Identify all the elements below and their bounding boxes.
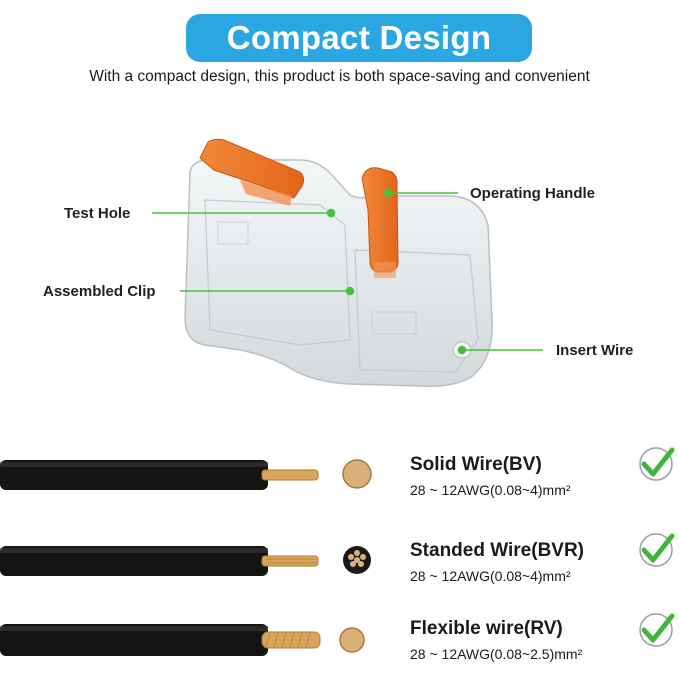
connector-inner-frame [204,199,351,346]
wire-row-solid: Solid Wire(BV) 28 ~ 12AWG(0.08~4)mm² [0,444,679,504]
wire-name: Solid Wire(BV) [410,454,542,475]
wire-spec: 28 ~ 12AWG(0.08~4)mm² [410,568,571,584]
wire-spec: 28 ~ 12AWG(0.08~4)mm² [410,482,571,498]
flexible-wire-illustration [0,624,365,656]
wire-name: Flexible wire(RV) [410,618,563,639]
callout-insert-wire: Insert Wire [556,342,634,359]
callout-operating-handle: Operating Handle [470,185,596,202]
connector-body [184,159,493,388]
callout-test-hole: Test Hole [64,205,131,222]
title-banner: Compact Design [186,14,532,62]
wire-spec: 28 ~ 12AWG(0.08~2.5)mm² [410,646,583,662]
solid-core-icon [342,459,372,489]
check-icon [639,613,675,647]
solid-wire-illustration [0,459,372,490]
stranded-wire-illustration [0,546,371,576]
check-icon [639,447,675,481]
wire-row-stranded: Standed Wire(BVR) 28 ~ 12AWG(0.08~4)mm² [0,530,679,590]
left-lever [199,138,305,199]
page-subtitle: With a compact design, this product is b… [89,68,590,85]
callout-lines [152,188,543,355]
wire-name: Standed Wire(BVR) [410,540,585,561]
page-title: Compact Design [226,19,492,56]
callout-assembled-clip: Assembled Clip [43,283,156,300]
check-icon [639,533,675,567]
flexible-core-icon [339,627,365,653]
stranded-core-icon [343,546,371,574]
wire-row-flexible: Flexible wire(RV) 28 ~ 12AWG(0.08~2.5)mm… [0,610,679,670]
